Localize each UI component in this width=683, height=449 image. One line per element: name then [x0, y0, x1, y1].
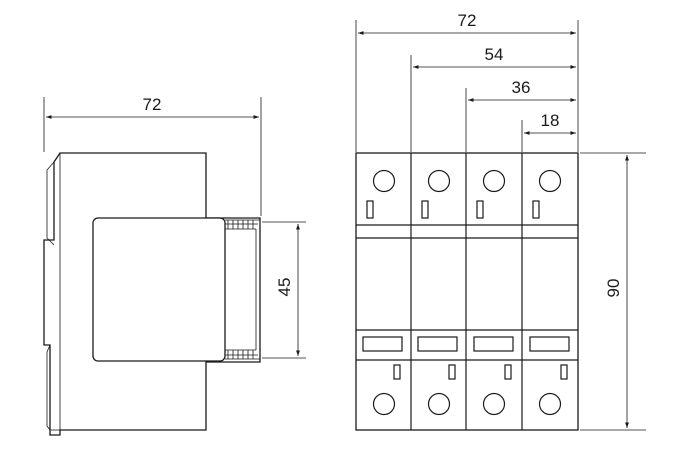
terminal-slot-bottom	[448, 364, 456, 380]
terminal-slot-top	[476, 200, 484, 219]
dim-label-front-72: 72	[458, 11, 477, 30]
terminal-slot-bottom	[560, 364, 568, 380]
module-2	[417, 169, 458, 416]
dim-label-side-width: 72	[143, 95, 162, 114]
dim-label-front-18: 18	[541, 111, 560, 130]
status-window	[529, 336, 570, 352]
front-housing	[355, 152, 579, 431]
terminal-screw-top-icon	[427, 169, 451, 193]
terminal-slot-top	[366, 200, 374, 219]
front-view: 72 54 36 18 90	[355, 11, 646, 431]
din-clip-upper-notch	[46, 161, 55, 246]
cartridge-grip-bottom	[225, 349, 260, 360]
dim-label-side-height: 45	[275, 278, 294, 297]
terminal-slot-top	[532, 200, 540, 219]
dim-label-front-54: 54	[485, 45, 504, 64]
side-view: 72 45	[43, 95, 306, 436]
terminal-screw-bottom-icon	[372, 392, 396, 416]
din-clip-lower-notch	[46, 344, 51, 431]
front-cartridge	[92, 217, 226, 362]
terminal-screw-bottom-icon	[538, 392, 562, 416]
cartridge-grip-top	[225, 219, 260, 230]
module-4	[529, 169, 570, 416]
dim-label-front-height: 90	[604, 279, 623, 298]
status-window	[417, 336, 458, 352]
terminal-slot-bottom	[393, 364, 401, 380]
terminal-slot-bottom	[504, 364, 512, 380]
terminal-screw-bottom-icon	[427, 392, 451, 416]
terminal-screw-top-icon	[538, 169, 562, 193]
terminal-screw-bottom-icon	[482, 392, 506, 416]
terminal-slot-top	[421, 200, 429, 219]
status-window	[362, 336, 403, 352]
status-window	[473, 336, 514, 352]
terminal-screw-top-icon	[482, 169, 506, 193]
terminal-screw-top-icon	[372, 169, 396, 193]
dim-label-front-36: 36	[512, 78, 531, 97]
module-3	[473, 169, 514, 416]
module-1	[362, 169, 403, 416]
